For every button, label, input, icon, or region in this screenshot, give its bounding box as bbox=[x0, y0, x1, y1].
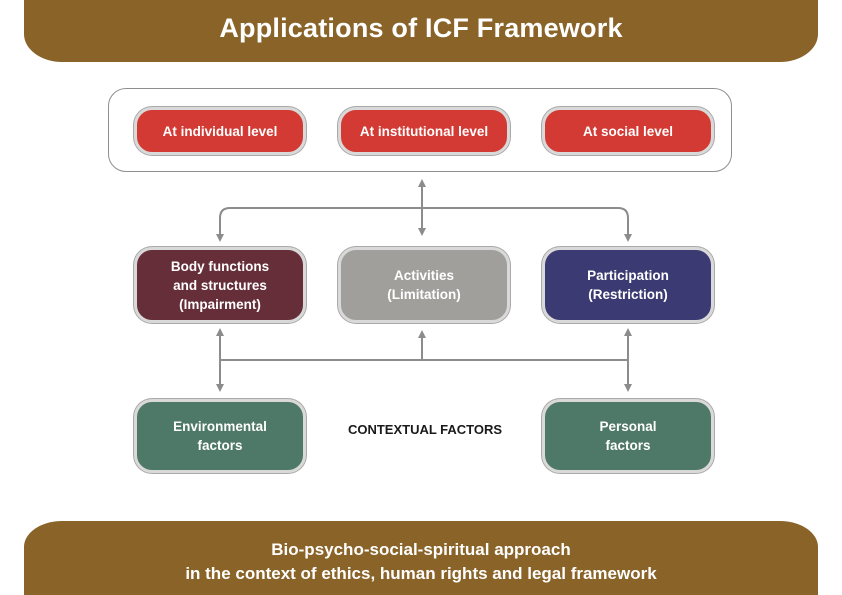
footer-text: Bio-psycho-social-spiritual approach in … bbox=[0, 538, 842, 586]
footer-line-2: in the context of ethics, human rights a… bbox=[185, 564, 657, 583]
diagram-title: Applications of ICF Framework bbox=[219, 13, 623, 43]
footer-banner bbox=[24, 521, 818, 595]
level-institutional: At institutional level bbox=[338, 107, 510, 155]
header-banner bbox=[24, 0, 818, 62]
upper-branch bbox=[216, 207, 632, 242]
participation-box: Participation (Restriction) bbox=[542, 247, 714, 323]
contextual-factors-label: CONTEXTUAL FACTORS bbox=[347, 422, 503, 437]
personal-factors-box: Personal factors bbox=[542, 399, 714, 473]
level-social: At social level bbox=[542, 107, 714, 155]
level-individual: At individual level bbox=[134, 107, 306, 155]
footer-line-1: Bio-psycho-social-spiritual approach bbox=[271, 540, 571, 559]
body-functions-box: Body functions and structures (Impairmen… bbox=[134, 247, 306, 323]
environmental-factors-box: Environmental factors bbox=[134, 399, 306, 473]
activities-box: Activities (Limitation) bbox=[338, 247, 510, 323]
